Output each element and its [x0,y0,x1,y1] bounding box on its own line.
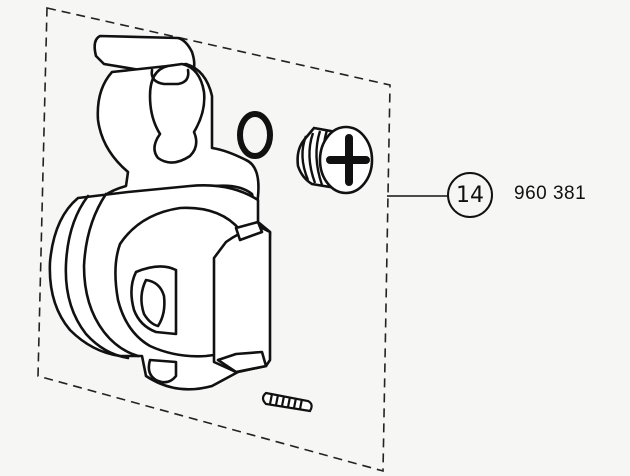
o-ring [237,111,273,159]
phillips-screw [296,125,374,195]
housing-clip [48,34,272,391]
part-number-label: 960 381 [514,183,587,204]
callout-number: 14 [456,182,484,208]
callout-number-circle: 14 [447,172,493,218]
assembly-boundary [37,7,391,473]
set-screw [261,391,313,413]
